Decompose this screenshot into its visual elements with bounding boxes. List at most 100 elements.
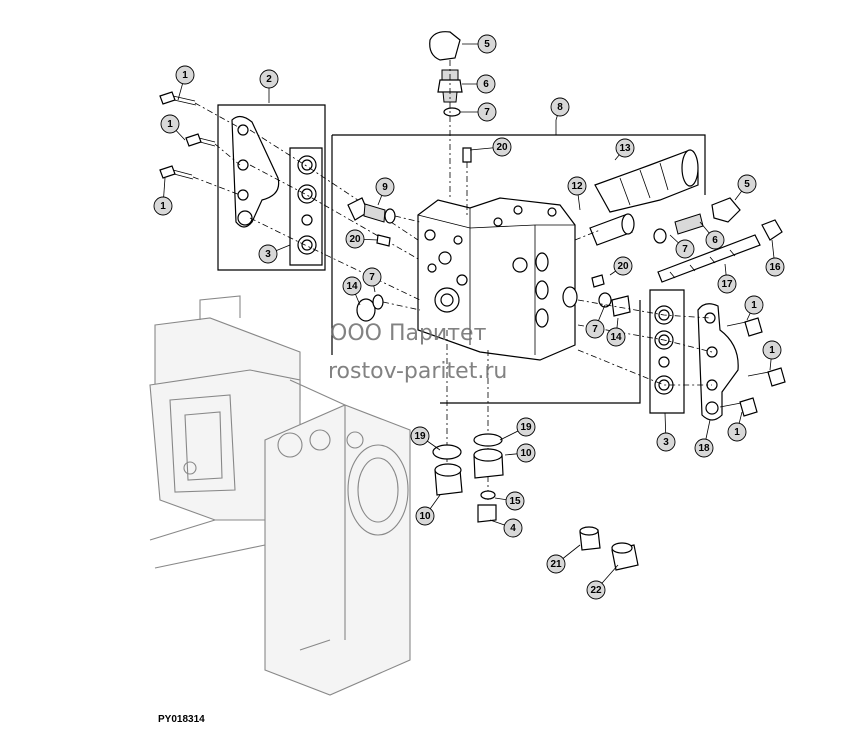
callout-number: 18 [698, 443, 710, 454]
callout-number: 7 [682, 244, 688, 255]
left-fitting [347, 197, 421, 247]
callout-bubble [550, 97, 570, 117]
figure-id-label: PY018314 [158, 714, 205, 725]
callout-number: 14 [610, 332, 622, 343]
callout-number: 10 [419, 511, 431, 522]
callout-number: 7 [592, 324, 598, 335]
callout-number: 20 [496, 142, 508, 153]
callout-20: 20 [345, 229, 379, 249]
callout-9: 9 [375, 177, 395, 206]
valve-assembly-frame [331, 120, 706, 404]
callout-3: 3 [258, 244, 291, 264]
callout-14: 14 [342, 276, 362, 306]
callout-bubble [258, 244, 278, 264]
callout-14: 14 [606, 317, 626, 347]
callout-number: 1 [769, 345, 775, 356]
callout-20: 20 [609, 256, 633, 276]
callout-1: 1 [744, 295, 764, 321]
callout-bubble [516, 443, 536, 463]
callout-number: 20 [349, 234, 361, 245]
valve-block [417, 197, 578, 361]
callout-7: 7 [669, 234, 695, 259]
callout-bubble [675, 239, 695, 259]
loose-parts [579, 526, 639, 571]
callout-number: 7 [484, 107, 490, 118]
callout-19: 19 [499, 417, 536, 441]
callout-13: 13 [614, 138, 635, 161]
callout-7: 7 [460, 102, 497, 122]
callout-2: 2 [259, 69, 279, 103]
callout-bubble [362, 267, 382, 287]
callout-bubble [259, 69, 279, 89]
callout-22: 22 [586, 564, 619, 600]
callout-bubble [375, 177, 395, 197]
callout-number: 1 [160, 201, 166, 212]
callout-bubble [737, 174, 757, 194]
callout-20: 20 [469, 137, 512, 157]
right-cover-plate-group [577, 289, 786, 421]
callout-number: 5 [744, 179, 750, 190]
callout-bubble [175, 65, 195, 85]
callout-bubble [546, 554, 566, 574]
callout-17: 17 [717, 263, 737, 294]
callout-number: 10 [520, 448, 532, 459]
left-cover-plate-group [159, 91, 421, 301]
callout-10: 10 [504, 443, 536, 463]
callout-number: 6 [483, 79, 489, 90]
callout-bubble [717, 274, 737, 294]
callout-19: 19 [410, 426, 441, 451]
callout-bubble [160, 114, 180, 134]
callout-number: 13 [619, 143, 631, 154]
callout-1: 1 [160, 114, 186, 141]
callout-5: 5 [734, 174, 757, 201]
transmission-housing-ghost [149, 295, 411, 696]
callout-number: 19 [414, 431, 426, 442]
watermark: ООО Паритет rostov-paritet.ru [328, 321, 507, 384]
left-plugs [356, 294, 421, 322]
callout-bubble [415, 506, 435, 526]
right-fittings [591, 197, 783, 317]
callout-1: 1 [727, 411, 747, 442]
bottom-components [432, 330, 504, 523]
callout-number: 8 [557, 102, 563, 113]
callout-7: 7 [585, 304, 606, 339]
callout-18: 18 [694, 419, 714, 458]
callout-1: 1 [762, 340, 782, 371]
callout-bubble [694, 438, 714, 458]
callout-7: 7 [362, 267, 382, 293]
callout-bubble [762, 340, 782, 360]
callout-6: 6 [462, 74, 496, 94]
callout-number: 5 [484, 39, 490, 50]
callout-15: 15 [494, 491, 525, 511]
callout-number: 21 [550, 559, 562, 570]
callout-bubble [727, 422, 747, 442]
callout-bubble [586, 580, 606, 600]
callout-bubble [613, 256, 633, 276]
callout-bubble [516, 417, 536, 437]
callout-number: 1 [167, 119, 173, 130]
callout-bubble [503, 518, 523, 538]
callout-bubble [505, 491, 525, 511]
callout-bubble [765, 257, 785, 277]
callout-bubble [153, 196, 173, 216]
callout-bubble [476, 74, 496, 94]
callout-bubble [615, 138, 635, 158]
callout-16: 16 [765, 239, 785, 277]
callout-bubble [705, 230, 725, 250]
callout-number: 12 [571, 181, 583, 192]
callout-bubble [606, 327, 626, 347]
spool-valve-assembly [574, 149, 699, 246]
callout-number: 22 [590, 585, 602, 596]
callout-bubble [585, 319, 605, 339]
callout-number: 9 [382, 182, 388, 193]
top-pressure-sensor [429, 31, 472, 215]
callout-6: 6 [699, 221, 725, 250]
callout-bubble [477, 102, 497, 122]
callout-1: 1 [175, 65, 195, 101]
callout-5: 5 [462, 34, 497, 54]
callout-3: 3 [656, 412, 676, 452]
callout-4: 4 [489, 518, 523, 538]
callout-bubble [345, 229, 365, 249]
callout-number: 16 [769, 262, 781, 273]
